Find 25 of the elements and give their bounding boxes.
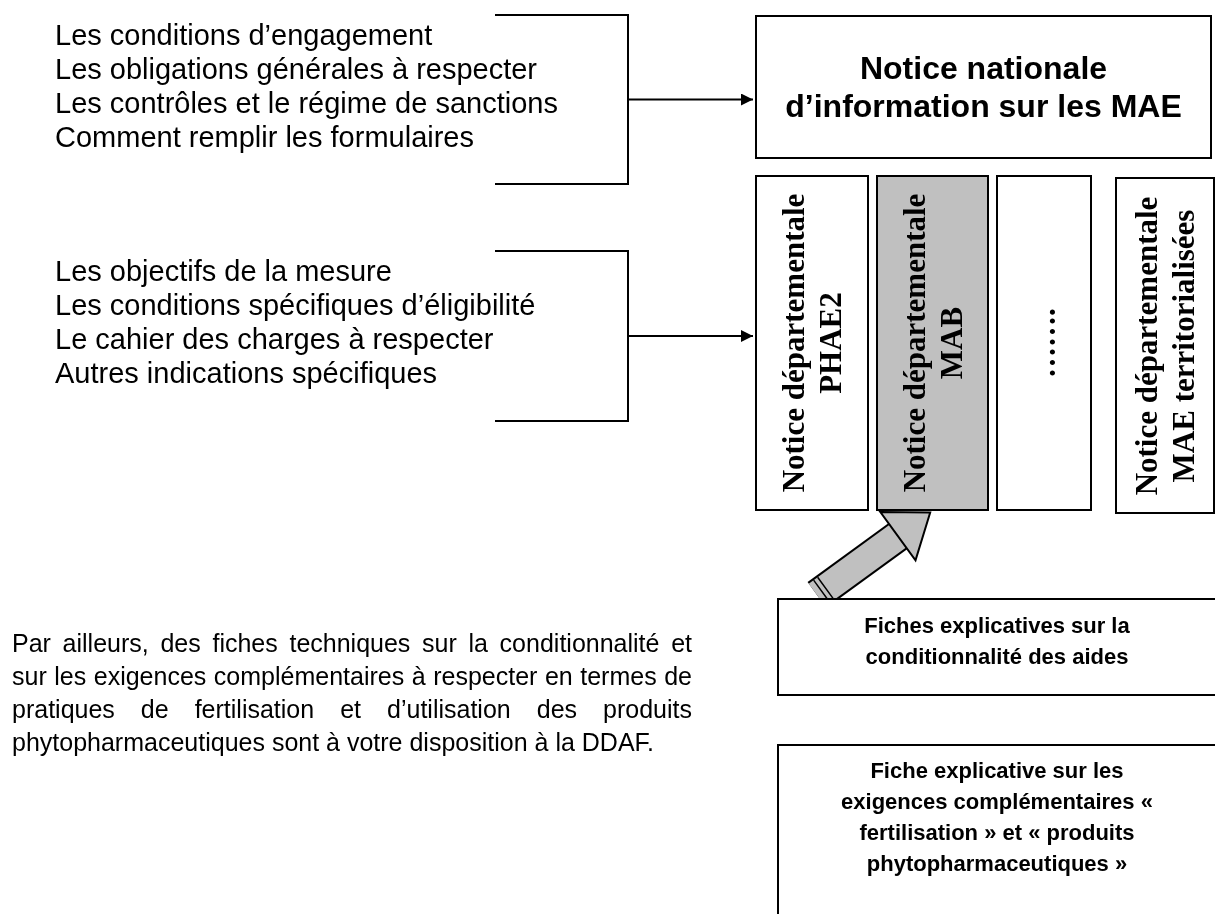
notice-box [876,175,989,511]
arrow [627,330,754,342]
list-item: Le cahier des charges à respecter [55,322,494,356]
notice-title: Notice départementale MAE territorialisées [1128,195,1202,497]
notice-box [1115,177,1215,514]
notice-title: Fiches explicatives sur la conditionnalité des aides [863,612,1131,671]
notice-title: Notice départementale MAB [895,192,970,495]
notice-title: Notice nationale d’information sur les MAE [784,48,1183,126]
list-item: Les objectifs de la mesure [55,254,392,288]
list-item: Les conditions spécifiques d’éligibilité [55,288,536,322]
list-item: Les conditions d’engagement [55,18,433,52]
notice-title: Notice départementale PHAE2 [775,192,849,495]
notice-box [755,175,869,511]
notice-box [777,744,1215,914]
list-item: Autres indications spécifiques [55,356,438,390]
notice-title: ……. [1025,307,1063,380]
notice-box [996,175,1092,511]
notice-box [777,598,1215,696]
notice-title: Fiche explicative sur les exigences complémentaires « fertilisation » et « produits phytopharmaceutiques » [840,757,1154,878]
arrow [627,93,754,106]
list-item: Comment remplir les formulaires [55,120,474,154]
notice-box [755,15,1212,159]
paragraph: Par ailleurs, des fiches techniques sur la conditionnalité et sur les exigences complémentaires à respecter en termes de pratiques de fertilisation et d’utilisation des produits phytopharmaceutiques sont à votre disposition à la DDAF. [12,628,692,758]
list-item: Les contrôles et le régime de sanctions [55,86,558,120]
list-item: Les obligations générales à respecter [55,52,538,86]
